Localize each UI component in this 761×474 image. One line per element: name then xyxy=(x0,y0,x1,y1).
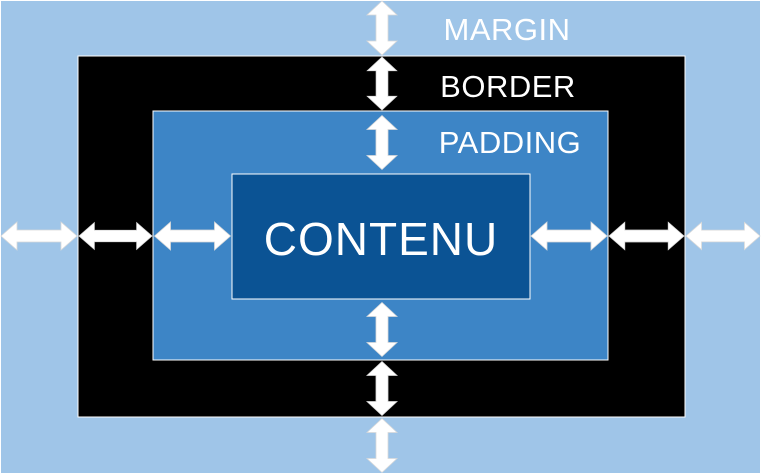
content-label: CONTENU xyxy=(264,213,498,265)
border-label: BORDER xyxy=(440,69,576,104)
padding-label: PADDING xyxy=(439,125,581,160)
content-box xyxy=(231,173,531,300)
margin-label: MARGIN xyxy=(444,12,571,47)
